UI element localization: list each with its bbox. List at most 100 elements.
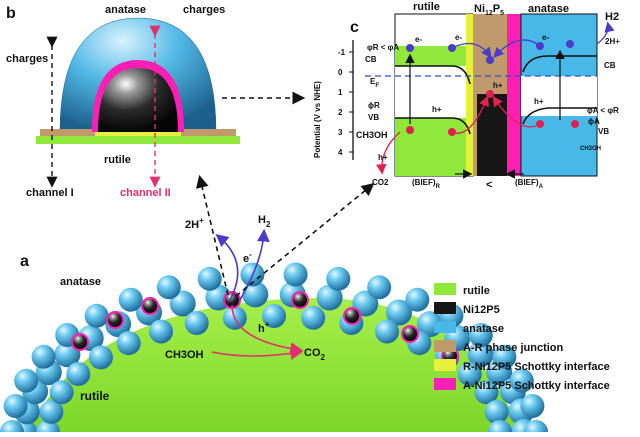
phi-r-label: ϕR bbox=[368, 101, 380, 110]
anatase-label-a: anatase bbox=[60, 276, 101, 288]
vb-right: VB bbox=[598, 127, 609, 136]
hplus-to-catalyst-arrow bbox=[215, 233, 239, 301]
anatase-vb-edge bbox=[522, 107, 597, 125]
ni12p5-particle-a bbox=[108, 313, 122, 327]
rutile-vb bbox=[395, 118, 473, 176]
phi-a-label: ϕA bbox=[588, 117, 600, 126]
e-label-c1: e- bbox=[415, 35, 422, 44]
channel2-label: channel II bbox=[120, 187, 171, 199]
y-axis-label: Potential (V vs NHE) bbox=[313, 81, 322, 158]
anatase-label-c: anatase bbox=[528, 3, 569, 15]
anatase-sphere bbox=[386, 299, 412, 326]
connector-a-to-b bbox=[196, 174, 229, 296]
anatase-sphere bbox=[84, 303, 109, 328]
anatase-sphere bbox=[262, 304, 286, 328]
ch3oh-to-co2-arrow bbox=[211, 347, 304, 360]
anatase-spheres bbox=[0, 262, 548, 437]
ni12p5-particle-a bbox=[225, 293, 239, 307]
y-tick-label-1: 0 bbox=[338, 68, 343, 77]
anatase-cb-edge bbox=[522, 55, 597, 73]
co2-label-c: CO2 bbox=[372, 178, 389, 187]
cb-right: CB bbox=[604, 61, 616, 70]
anatase-sphere bbox=[375, 319, 399, 344]
vb-left: VB bbox=[368, 113, 379, 122]
h2-arrow bbox=[239, 228, 270, 301]
anatase-sphere bbox=[149, 319, 173, 344]
anatase-sphere bbox=[316, 284, 343, 311]
e-transfer-arrow-1 bbox=[451, 42, 492, 59]
legend-label-2: anatase bbox=[463, 323, 504, 335]
anatase-sphere bbox=[169, 290, 196, 317]
legend-label-4: R-Ni12P5 Schottky interface bbox=[463, 361, 610, 373]
anatase-sphere bbox=[118, 287, 143, 312]
anatase-sphere bbox=[66, 362, 91, 386]
hole-3 bbox=[486, 90, 494, 98]
anatase-sphere bbox=[467, 341, 494, 368]
anatase-sphere bbox=[509, 368, 534, 393]
bief-a: (BIEF)A bbox=[515, 178, 544, 190]
ni12p5-label-c: Ni12P5 bbox=[474, 3, 504, 17]
h2plus-label-c: 2H+ bbox=[605, 37, 620, 46]
anatase-sphere bbox=[457, 362, 482, 386]
y-tick-label-0: -1 bbox=[338, 48, 346, 57]
bief-lt: < bbox=[486, 179, 492, 191]
ni12p5-particle-a bbox=[403, 327, 417, 341]
legend-label-0: rutile bbox=[463, 285, 490, 297]
a-schottky-column bbox=[507, 14, 521, 176]
y-tick-label-2: 1 bbox=[338, 88, 343, 97]
channel1-label: channel I bbox=[26, 187, 74, 199]
anatase-sphere bbox=[326, 266, 351, 291]
hole-1 bbox=[406, 126, 414, 134]
anatase-sphere bbox=[492, 344, 517, 369]
twoh-label: 2H+ bbox=[185, 216, 204, 231]
h-transfer-arrow-2 bbox=[492, 95, 541, 128]
ni12p5-particle-a bbox=[143, 299, 157, 313]
rutile-base bbox=[36, 136, 240, 144]
legend-label-3: A-R phase junction bbox=[463, 342, 564, 354]
ch3oh-label-main-c: CH3OH bbox=[356, 130, 388, 140]
h-transfer-arrow-1 bbox=[451, 95, 489, 134]
anatase-sphere bbox=[39, 399, 64, 424]
anatase-sphere bbox=[49, 380, 74, 405]
anatase-sphere bbox=[283, 262, 308, 287]
legend-swatch-1 bbox=[434, 302, 456, 314]
legend-label-1: Ni12P5 bbox=[463, 304, 500, 316]
charges-label-right: charges bbox=[183, 4, 225, 16]
h2-label-a: H2 bbox=[258, 214, 271, 229]
schottky-strip bbox=[95, 129, 181, 136]
legend-swatch-2 bbox=[434, 321, 456, 333]
legend-swatch-4 bbox=[434, 359, 456, 371]
h-label-c2: h+ bbox=[493, 81, 503, 90]
anatase-gap bbox=[521, 76, 597, 116]
electron-4 bbox=[566, 40, 574, 48]
anatase-sphere bbox=[484, 399, 509, 424]
anatase-sphere bbox=[352, 290, 379, 317]
ch3oh-label-a: CH3OH bbox=[165, 349, 204, 361]
anatase-sphere bbox=[88, 345, 113, 370]
anatase-sphere bbox=[301, 305, 326, 330]
ni12p5-block bbox=[477, 94, 507, 176]
hole-5 bbox=[571, 120, 579, 128]
rutile-label-a: rutile bbox=[80, 389, 110, 403]
cb-left: CB bbox=[365, 55, 377, 64]
panel-label-a: a bbox=[20, 253, 29, 270]
r-schottky-column bbox=[466, 14, 473, 176]
ni12p5-particle-a bbox=[73, 335, 87, 349]
electron-1 bbox=[406, 44, 414, 52]
rutile-label-c: rutile bbox=[413, 1, 440, 13]
e-label-c3: e- bbox=[542, 33, 549, 42]
h-label-c3: h+ bbox=[534, 97, 544, 106]
legend-swatch-5 bbox=[434, 378, 456, 390]
ch3oh-oxidation-arrow bbox=[376, 131, 401, 175]
ef-label: EF bbox=[370, 77, 379, 89]
rutile-label-b: rutile bbox=[104, 154, 131, 166]
ch3oh-label-c: CH3OH bbox=[580, 146, 601, 152]
anatase-sphere bbox=[367, 275, 392, 300]
ni12p5-particle-a bbox=[345, 309, 359, 323]
e-label-a: e- bbox=[243, 250, 252, 265]
bief-r: (BIEF)R bbox=[412, 178, 441, 190]
